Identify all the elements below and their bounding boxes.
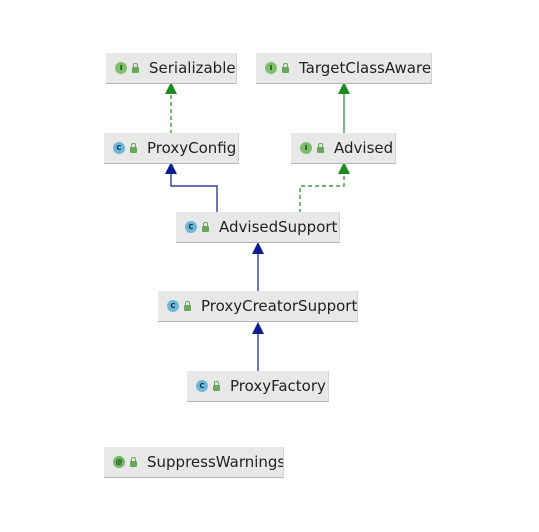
node-advisedsupport[interactable]: C AdvisedSupport <box>176 212 340 243</box>
class-icon: C <box>185 221 197 233</box>
node-label: Advised <box>334 139 394 157</box>
node-label: TargetClassAware <box>299 59 432 77</box>
edge-proxyfactory-proxycreatorsupport <box>252 322 264 372</box>
edge-proxyconfig-serializable <box>165 82 177 134</box>
edge-advisedsupport-proxyconfig <box>165 162 218 213</box>
class-icon: C <box>113 142 125 154</box>
node-label: ProxyFactory <box>230 377 326 395</box>
interface-icon: I <box>300 142 312 154</box>
node-proxyfactory[interactable]: C ProxyFactory <box>187 371 329 402</box>
node-label: ProxyConfig <box>147 139 237 157</box>
node-advised[interactable]: I Advised <box>291 133 396 164</box>
lock-icon <box>184 301 191 311</box>
edge-proxycreatorsupport-advisedsupport <box>252 242 264 292</box>
node-label: Serializable <box>149 59 236 77</box>
node-label: ProxyCreatorSupport <box>201 297 358 315</box>
node-proxycreatorsupport[interactable]: C ProxyCreatorSupport <box>158 291 358 322</box>
lock-icon <box>130 143 137 153</box>
annotation-icon: @ <box>113 456 125 468</box>
node-targetclassaware[interactable]: I TargetClassAware <box>256 53 432 84</box>
node-serializable[interactable]: I Serializable <box>106 53 237 84</box>
interface-icon: I <box>115 62 127 74</box>
lock-icon <box>130 457 137 467</box>
edge-advised-targetclassaware <box>338 82 350 134</box>
lock-icon <box>202 222 209 232</box>
class-icon: C <box>196 380 208 392</box>
lock-icon <box>213 381 220 391</box>
node-proxyconfig[interactable]: C ProxyConfig <box>104 133 239 164</box>
node-label: AdvisedSupport <box>219 218 338 236</box>
class-icon: C <box>167 300 179 312</box>
edge-advisedsupport-advised <box>299 162 350 213</box>
node-suppresswarnings[interactable]: @ SuppressWarnings <box>104 447 284 478</box>
interface-icon: I <box>265 62 277 74</box>
lock-icon <box>132 63 139 73</box>
lock-icon <box>317 143 324 153</box>
lock-icon <box>282 63 289 73</box>
node-label: SuppressWarnings <box>147 453 284 471</box>
